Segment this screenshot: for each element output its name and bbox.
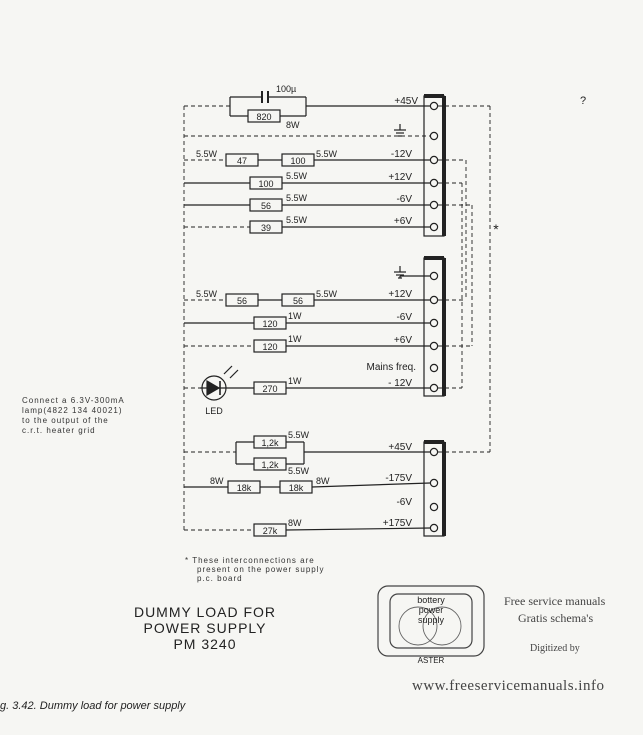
- led-label: LED: [205, 406, 223, 416]
- rail-label-a-5: +6V: [394, 216, 412, 227]
- watermark-bottom: ASTER: [418, 656, 445, 665]
- title-line: POWER SUPPLY: [143, 620, 267, 636]
- resistor-1k2: 1,2k: [261, 460, 279, 470]
- rail-label-c-4: +175V: [383, 518, 413, 529]
- resistor-1k2: 1,2k: [261, 438, 279, 448]
- diagram-title: DUMMY LOAD FOR POWER SUPPLY PM 3240: [130, 604, 280, 652]
- lamp-note-line: Connect a 6.3V-300mA: [22, 396, 125, 405]
- rail-label-b-4: Mains freq.: [367, 362, 416, 373]
- wattage-label: 5.5W: [286, 215, 308, 225]
- wattage-label: 8W: [288, 518, 302, 528]
- rail-label-a-3: +12V: [388, 172, 412, 183]
- resistor-47: 47: [237, 156, 247, 166]
- wattage-label: 5.5W: [286, 171, 308, 181]
- watermark-inner-2: power: [419, 605, 444, 615]
- title-line: PM 3240: [173, 636, 237, 652]
- rail-label-a-2: -12V: [391, 149, 412, 160]
- rail-label-a-4: -6V: [396, 194, 412, 205]
- resistor-100: 100: [258, 179, 273, 189]
- footnote-line: present on the power supply: [197, 565, 325, 574]
- rail-label-b-3: +6V: [394, 335, 412, 346]
- watermark-line-2: Gratis schema's: [518, 611, 594, 625]
- watermark-line-3: Digitized by: [530, 643, 580, 654]
- rail-label-c-2: -175V: [385, 473, 412, 484]
- wattage-label: 8W: [210, 476, 224, 486]
- lamp-note-line: to the output of the: [22, 416, 109, 425]
- rail-label-b-2: -6V: [396, 312, 412, 323]
- wattage-label: 5.5W: [316, 149, 338, 159]
- wattage-label: 1W: [288, 311, 302, 321]
- wattage-label: 5.5W: [196, 149, 218, 159]
- wattage-label: 5.5W: [196, 289, 218, 299]
- resistor-39: 39: [261, 223, 271, 233]
- capacitor-label: 100µ: [276, 84, 296, 94]
- rail-label-b-1: +12V: [388, 289, 412, 300]
- resistor-120: 120: [262, 342, 277, 352]
- figure-caption: g. 3.42. Dummy load for power supply: [0, 700, 186, 712]
- resistor-100: 100: [290, 156, 305, 166]
- wattage-label: 5.5W: [288, 430, 310, 440]
- wattage-label: 5.5W: [316, 289, 338, 299]
- footnote-line: * These interconnections are: [185, 556, 315, 565]
- footnote-line: p.c. board: [197, 574, 243, 583]
- watermark-line-1: Free service manuals: [504, 594, 606, 608]
- question-mark: ?: [580, 95, 586, 107]
- resistor-27k: 27k: [263, 526, 278, 536]
- resistor-18k: 18k: [237, 483, 252, 493]
- wattage-label: 8W: [286, 120, 300, 130]
- wattage-label: 1W: [288, 376, 302, 386]
- wattage-label: 8W: [316, 476, 330, 486]
- wattage-label: 5.5W: [286, 193, 308, 203]
- lamp-note-line: lamp(4822 134 40021): [22, 406, 123, 415]
- watermark-inner-1: bottery: [417, 595, 445, 605]
- asterisk-mark: *: [493, 221, 499, 237]
- rail-label-a-1: +45V: [394, 96, 418, 107]
- resistor-120: 120: [262, 319, 277, 329]
- wattage-label: 1W: [288, 334, 302, 344]
- resistor-270: 270: [262, 384, 277, 394]
- title-line: DUMMY LOAD FOR: [133, 604, 277, 620]
- lamp-note-line: c.r.t. heater grid: [22, 426, 96, 435]
- lamp-note: Connect a 6.3V-300mA lamp(4822 134 40021…: [22, 396, 125, 436]
- watermark-inner-3: supply: [418, 615, 445, 625]
- wattage-label: 5.5W: [288, 466, 310, 476]
- resistor-18k: 18k: [289, 483, 304, 493]
- resistor-56: 56: [261, 201, 271, 211]
- watermark-url: www.freeservicemanuals.info: [412, 678, 605, 694]
- interconnection-footnote: * These interconnections are present on …: [185, 556, 325, 583]
- resistor-56: 56: [237, 296, 247, 306]
- rail-label-c-1: +45V: [388, 442, 412, 453]
- rail-label-c-3: -6V: [396, 497, 412, 508]
- resistor-56: 56: [293, 296, 303, 306]
- resistor-820: 820: [256, 112, 271, 122]
- rail-label-b-5: - 12V: [388, 378, 412, 389]
